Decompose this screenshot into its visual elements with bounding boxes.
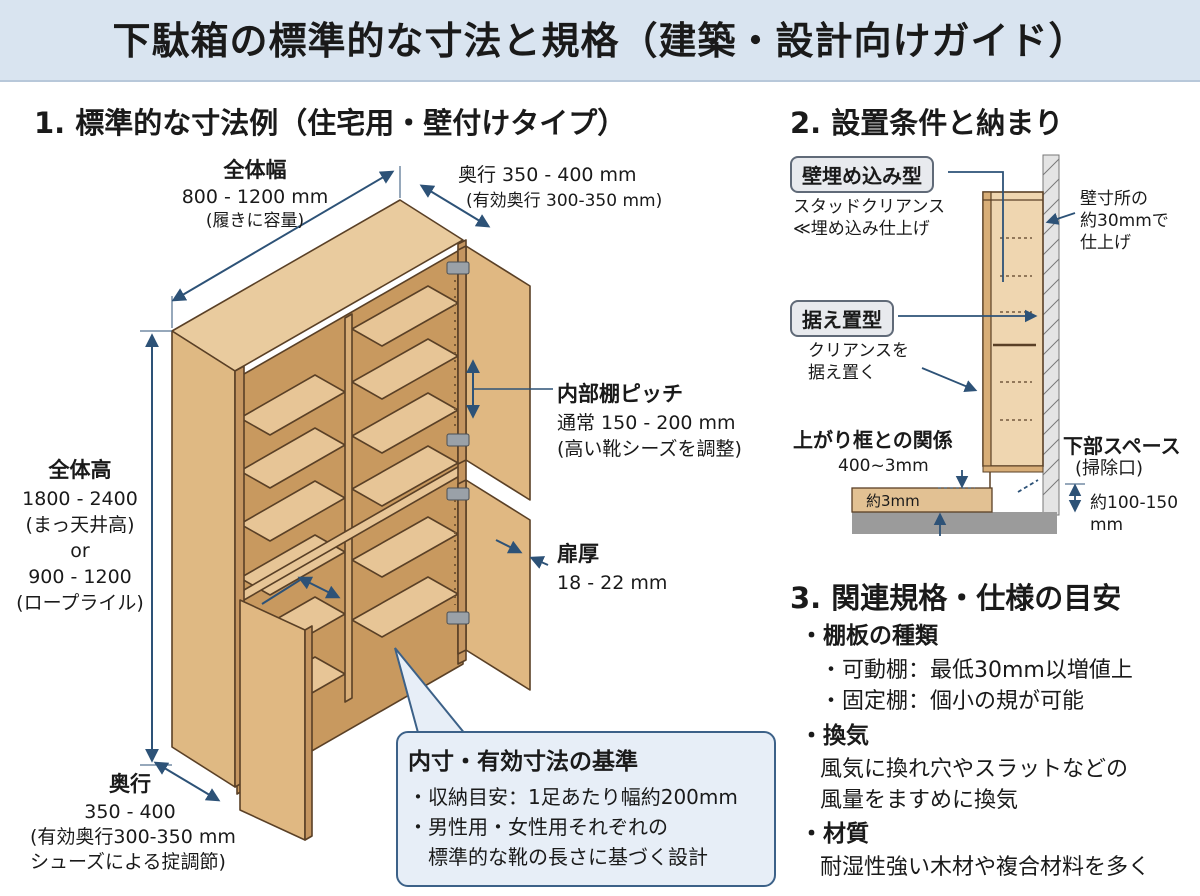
built-in-line1: スタッドクリアンス <box>793 197 945 217</box>
pitch-note: (高い靴シーズを調整) <box>557 438 742 460</box>
spec-line: 風量をますめに換気 <box>820 788 1019 813</box>
spec-line: 耐湿性強い木材や複合材料を多く <box>820 855 1151 880</box>
built-in-tag: 壁埋め込み型 <box>790 156 934 193</box>
depth-top-note: (有効奥行 300-350 mm) <box>466 191 663 211</box>
depth-bottom-title: 奥行 <box>109 772 151 796</box>
spec-line: ・可動棚：最低30mm以増値上 <box>820 658 1133 683</box>
door-title: 扉厚 <box>557 542 599 566</box>
width-value: 800 - 1200 mm <box>181 186 329 208</box>
wall-note-line2: 約30mmで <box>1080 211 1169 231</box>
height-value1: 1800 - 2400 <box>22 488 138 510</box>
callout-item: 標準的な靴の長さに基づく設計 <box>408 845 708 869</box>
wall-note-line1: 壁寸所の <box>1080 189 1148 209</box>
depth-bottom-value: 350 - 400 <box>84 801 176 823</box>
floor-type-line2: 据え置く <box>808 363 876 383</box>
height-title: 全体高 <box>48 458 112 482</box>
spec-group-title: ・棚板の種類 <box>800 623 938 649</box>
cabinet-side <box>171 330 236 788</box>
installation-diagram <box>851 154 1085 536</box>
bottom-space-value1: 約100-150 <box>1090 493 1179 513</box>
pitch-title: 内部棚ピッチ <box>557 382 683 406</box>
title-bar <box>0 0 1200 82</box>
bottom-space-title: 下部スペース <box>1063 434 1181 458</box>
spec-group-title: ・換気 <box>800 723 869 749</box>
door-right-upper <box>465 245 531 501</box>
height-note2: (ロープライル) <box>16 592 144 614</box>
callout-box <box>396 731 776 887</box>
pitch-value: 通常 150 - 200 mm <box>557 412 736 434</box>
depth-bottom-note1: (有効奥行300-350 mm <box>30 826 236 848</box>
door-right-lower <box>465 479 531 691</box>
spec-line: 風気に換れ穴やスラットなどの <box>820 757 1129 782</box>
callout-title: 内寸・有効寸法の基準 <box>408 749 638 775</box>
width-title: 全体幅 <box>223 158 287 182</box>
spec-line: ・固定棚：個小の規が可能 <box>820 689 1085 714</box>
section2-heading: 2. 設置条件と納まり <box>790 106 1064 140</box>
door-value: 18 - 22 mm <box>557 572 668 594</box>
height-note1: (まっ天井高) <box>25 514 135 536</box>
callout-item: ・収納目安：1足あたり幅約200mm <box>408 785 738 809</box>
door-left-lower <box>239 599 306 841</box>
section1-heading: 1. 標準的な寸法例（住宅用・壁付けタイプ） <box>34 106 627 140</box>
width-note: (履きに容量) <box>205 211 305 231</box>
floor-type-tag: 据え置型 <box>790 300 894 337</box>
page-title: 下駄箱の標準的な寸法と規格（建築・設計向けガイド） <box>112 19 1088 63</box>
hinge-icons <box>446 261 470 625</box>
built-in-line2: ≪埋め込み仕上げ <box>793 219 930 239</box>
kamachi-title: 上がり框との関係 <box>793 428 953 452</box>
wall-note-line3: 仕上げ <box>1080 233 1131 253</box>
bottom-space-note: (掃除口) <box>1075 458 1144 479</box>
spec-group-title: ・材質 <box>800 821 869 847</box>
kamachi-value: 400~3mm <box>838 456 929 476</box>
depth-top-value: 奥行 350 - 400 mm <box>458 164 637 186</box>
height-value2: 900 - 1200 <box>28 566 132 588</box>
section3-heading: 3. 関連規格・仕様の目安 <box>790 581 1122 615</box>
floor-type-line1: クリアンスを <box>808 341 909 361</box>
callout-item: ・男性用・女性用それぞれの <box>408 815 668 839</box>
kamachi-floor: 約3mm <box>866 492 920 510</box>
bottom-space-value2: mm <box>1090 515 1124 535</box>
height-or: or <box>70 540 90 562</box>
depth-bottom-note2: シューズによる掟調節) <box>30 851 226 873</box>
